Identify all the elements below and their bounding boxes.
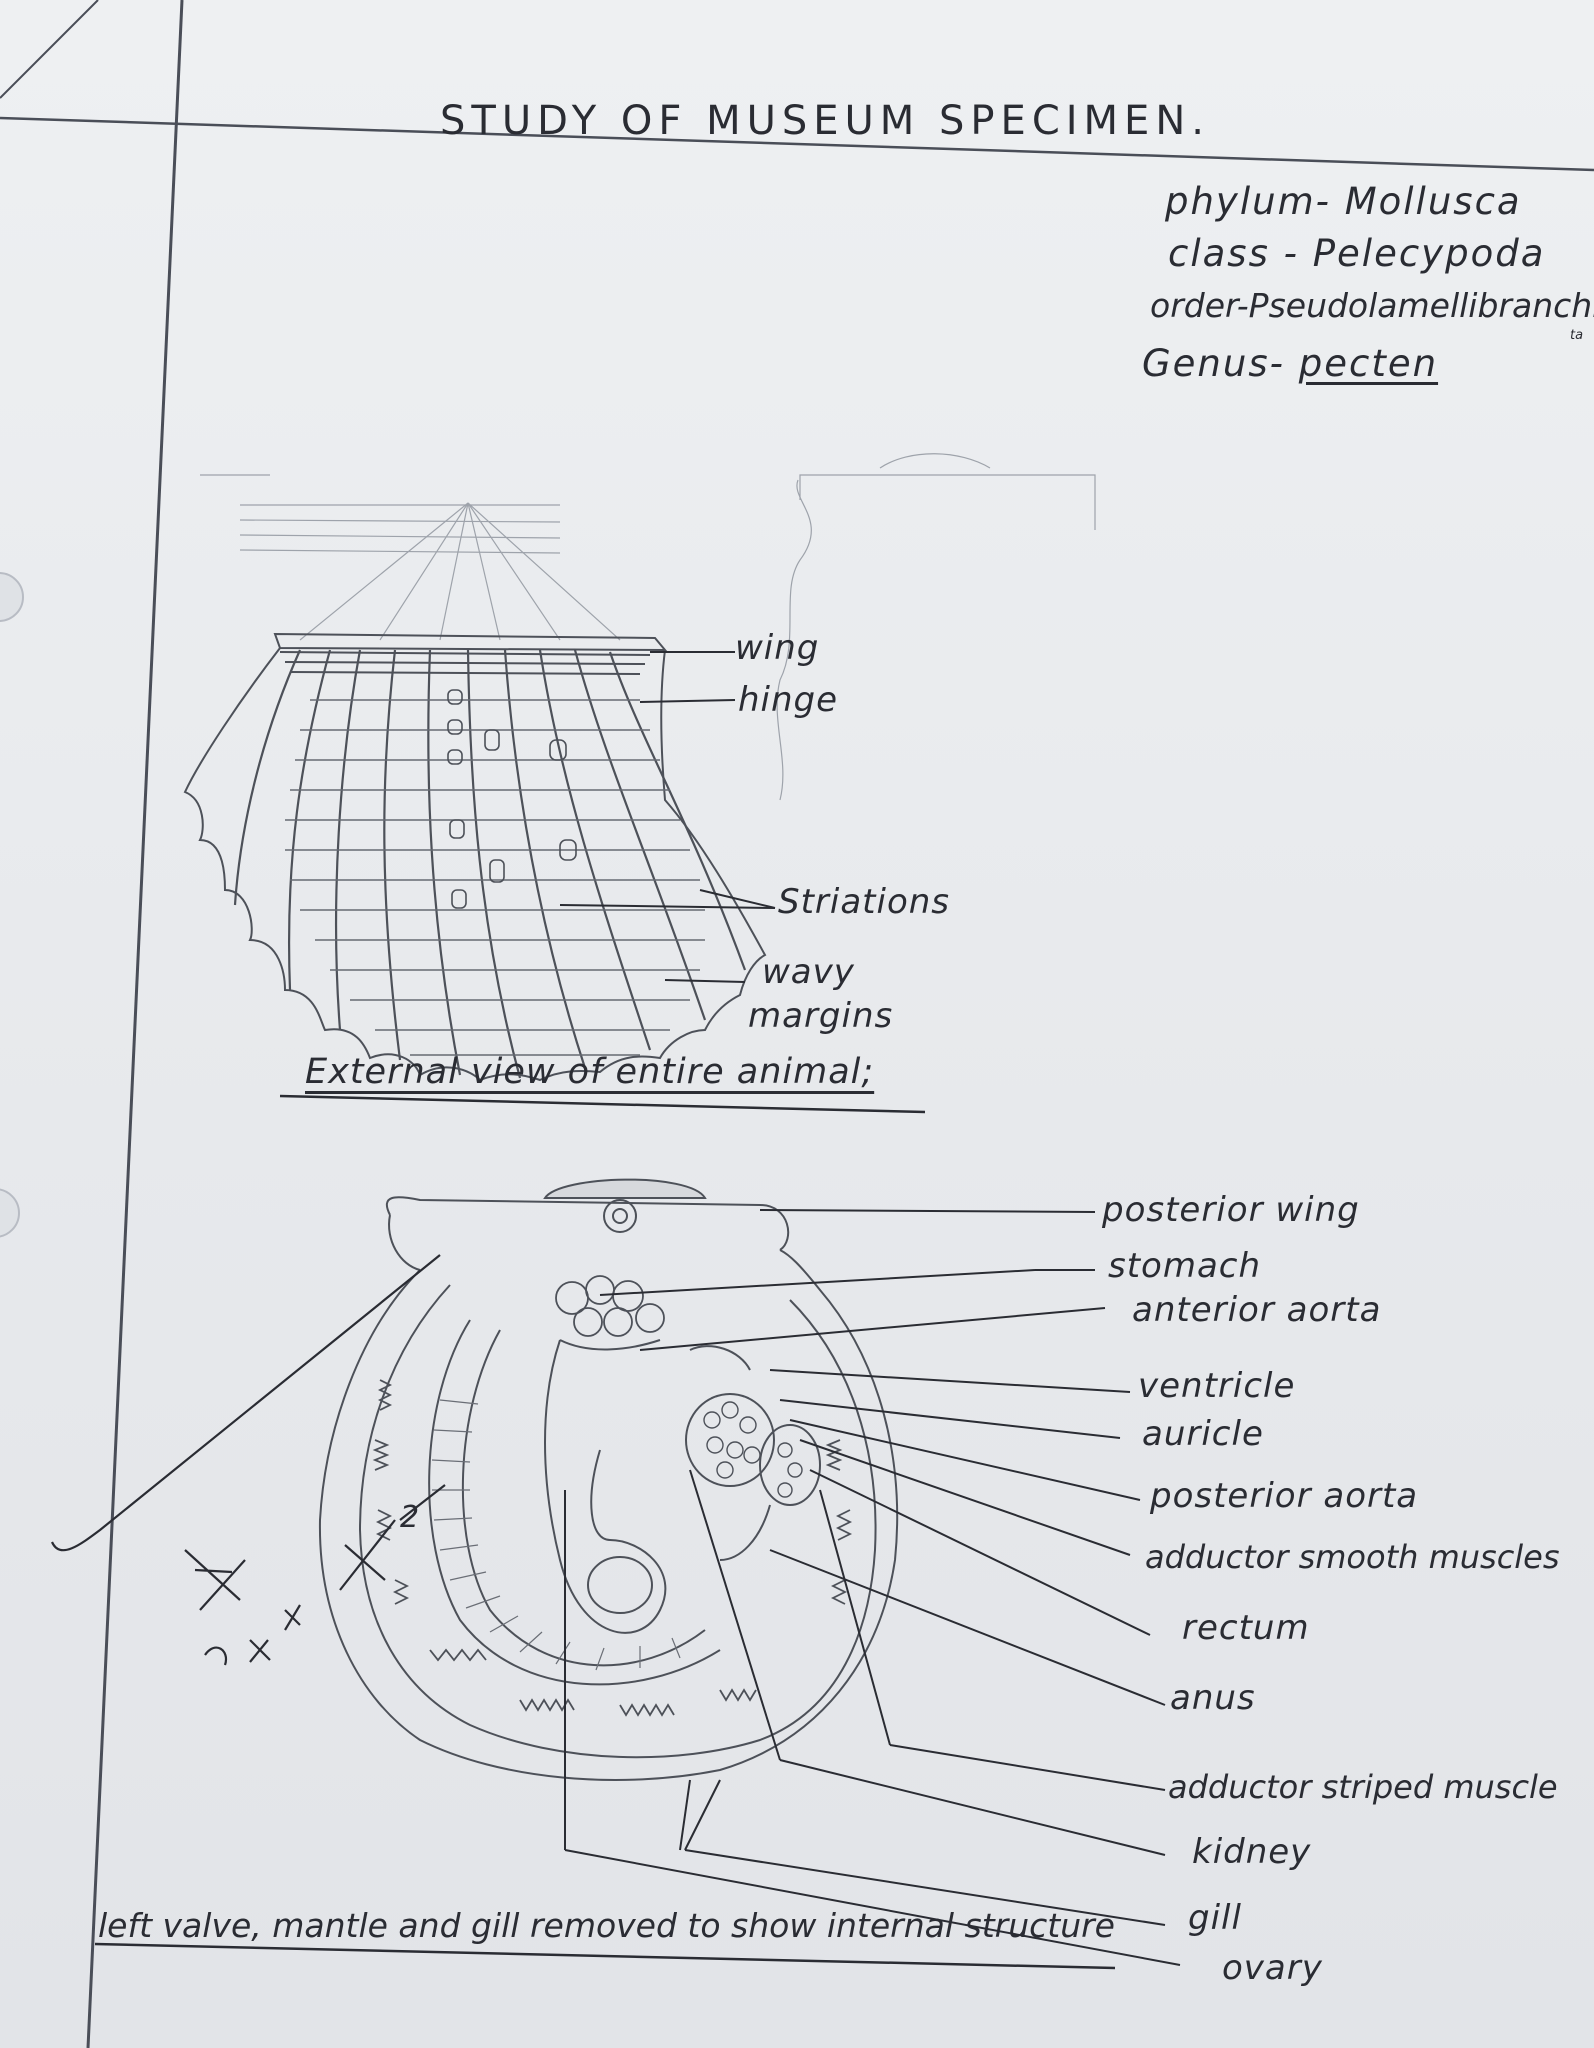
taxonomy-phylum: phylum- Mollusca [1165, 180, 1522, 223]
label-anus: anus [1170, 1678, 1256, 1718]
leader-anterior-aorta [639, 1307, 1106, 1351]
label-posterior-aorta: posterior aorta [1150, 1476, 1419, 1516]
label-stomach: stomach [1108, 1246, 1262, 1286]
leader-ventricle [769, 1369, 1131, 1393]
external-leaders [279, 651, 926, 1114]
label-margins: margins [748, 996, 894, 1036]
leader-posterior-aorta [789, 1419, 1141, 1501]
label-anterior-aorta: anterior aorta [1132, 1290, 1382, 1330]
internal-caption-underline [94, 1942, 1116, 1970]
label-hinge: hinge [738, 680, 839, 720]
cross-striations [285, 699, 705, 1056]
label-adductor-striped-muscle: adductor striped muscle [1168, 1768, 1558, 1806]
label-striations: Striations [778, 882, 951, 922]
leader-anus [769, 1549, 1166, 1706]
label-auricle: auricle [1142, 1414, 1264, 1454]
leader-rectum [809, 1469, 1151, 1636]
margin-scribble-number: 2 [400, 1500, 420, 1535]
stomach-shape [555, 1275, 665, 1337]
adductor-texture [703, 1401, 803, 1498]
label-ventricle: ventricle [1138, 1366, 1296, 1406]
margin-scribbles [50, 1254, 446, 1666]
taxonomy-genus: Genus- pecten [1142, 342, 1438, 385]
internal-view-caption: left valve, mantle and gill removed to s… [98, 1906, 1115, 1945]
margin-line [86, 0, 184, 2048]
external-shell-drawing [183, 453, 1096, 1114]
external-view-caption: External view of entire animal; [305, 1052, 875, 1092]
leader-stomach [599, 1269, 1036, 1296]
label-gill: gill [1188, 1898, 1242, 1938]
label-ovary: ovary [1222, 1948, 1323, 1988]
internal-leaders [94, 1209, 1181, 1970]
genus-prefix: Genus- [1142, 342, 1285, 385]
label-adductor-smooth-muscles: adductor smooth muscles [1145, 1538, 1560, 1576]
leader-adductor-striped-a [819, 1489, 891, 1746]
internal-anatomy-drawing [50, 1178, 1181, 1970]
gill-hatching [431, 1399, 681, 1671]
label-wing: wing [735, 628, 820, 668]
leader-gill-a [679, 1779, 691, 1851]
construction-lines [200, 453, 1096, 801]
page-title: STUDY OF MUSEUM SPECIMEN. [440, 98, 1210, 144]
mantle-tentacles [372, 1379, 853, 1717]
header-line [0, 116, 1594, 172]
label-kidney: kidney [1192, 1832, 1312, 1872]
genus-name: pecten [1298, 342, 1439, 385]
leader-adductor-smooth [799, 1439, 1131, 1556]
taxonomy-order-suffix: ta [1570, 328, 1584, 343]
leader-kidney-a [689, 1469, 781, 1761]
corner-line [0, 0, 99, 99]
label-rectum: rectum [1182, 1608, 1310, 1648]
label-wavy: wavy [762, 952, 855, 992]
leader-posterior-wing [759, 1209, 1096, 1213]
taxonomy-class: class - Pelecypoda [1168, 232, 1546, 275]
taxonomy-order: order-Pseudolamellibranchi [1150, 286, 1594, 325]
external-caption-underline [279, 1094, 926, 1114]
rib-beads [447, 689, 577, 909]
leader-auricle [779, 1399, 1121, 1439]
label-posterior-wing: posterior wing [1102, 1190, 1360, 1230]
